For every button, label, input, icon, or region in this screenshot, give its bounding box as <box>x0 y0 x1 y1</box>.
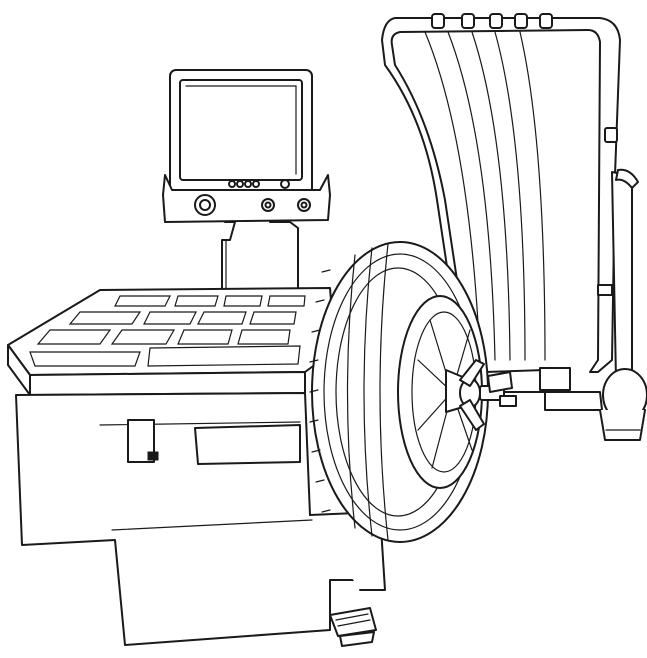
monitor-button-row <box>228 179 290 189</box>
weight-tray <box>7 287 336 396</box>
cabinet <box>15 392 386 646</box>
wheel-tire <box>309 241 517 543</box>
wheel-guard <box>381 13 647 441</box>
pedal <box>329 607 377 647</box>
monitor <box>169 69 313 195</box>
control-panel <box>162 174 331 301</box>
